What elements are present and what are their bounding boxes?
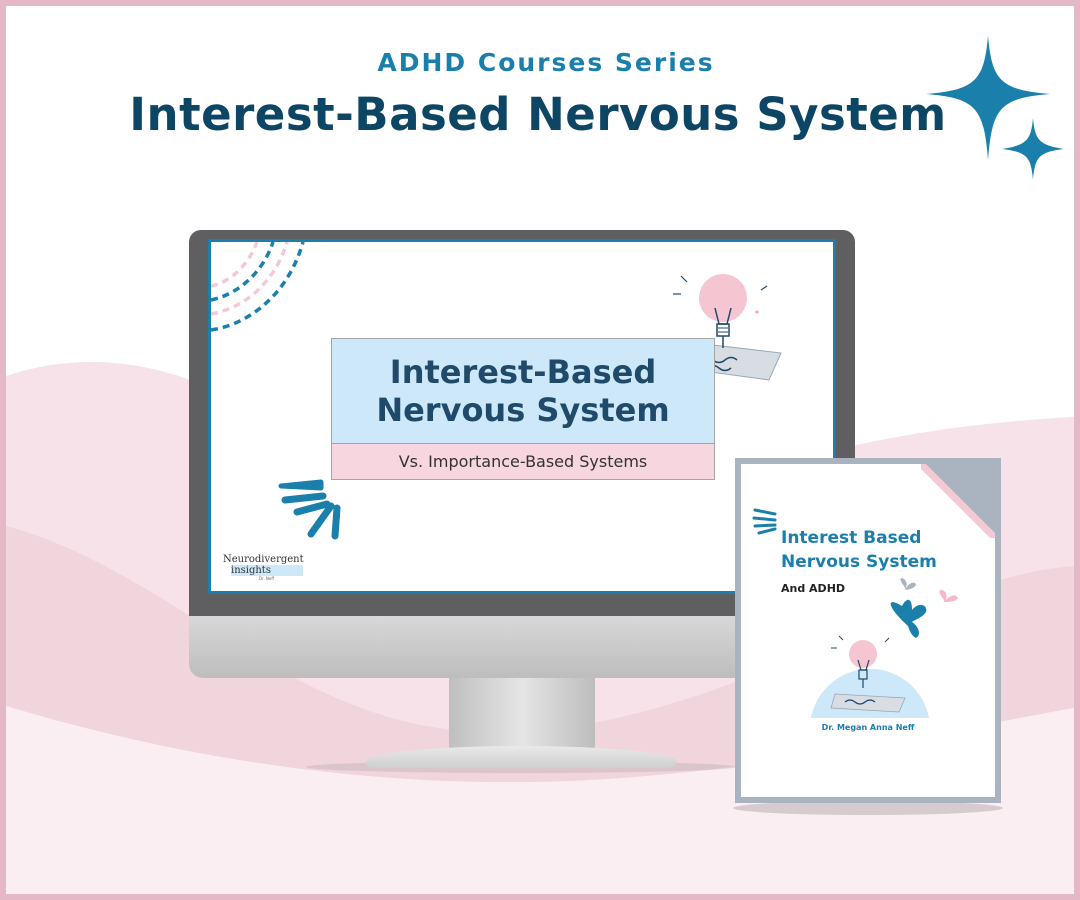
dashed-arc-icon (211, 242, 305, 332)
booklet-author: Dr. Megan Anna Neff (821, 723, 915, 732)
slide-subtitle-area: Vs. Importance-Based Systems (332, 443, 714, 479)
slide-title-card: Interest-Based Nervous System Vs. Import… (331, 338, 715, 480)
monitor-stand-base (366, 746, 676, 768)
slide-title-line-1: Interest-Based (389, 353, 657, 391)
lightbulb-icon (811, 635, 929, 718)
slide-title-line-2: Nervous System (376, 391, 670, 429)
sparkle-icon (926, 36, 1050, 160)
booklet-title: Interest Based Nervous System (781, 526, 937, 574)
butterfly-icon (890, 578, 958, 638)
logo-text-line-1: Neurodivergent (223, 554, 304, 565)
slide-subtitle: Vs. Importance-Based Systems (398, 452, 648, 471)
page-title: Interest-Based Nervous System (129, 88, 947, 141)
booklet-cover: Interest Based Nervous System And ADHD (735, 458, 1001, 803)
booklet-title-line-2: Nervous System (781, 552, 937, 572)
slide-title: Interest-Based Nervous System (376, 353, 669, 429)
small-sparkle-icon (1002, 118, 1064, 180)
corner-ribbon (921, 464, 995, 538)
sunburst-icon (278, 479, 341, 540)
monitor-stand-neck (449, 678, 595, 750)
logo-text-line-2: insights (231, 565, 303, 576)
booklet-title-line-1: Interest Based (781, 528, 922, 548)
monitor-screen: Interest-Based Nervous System Vs. Import… (208, 239, 836, 594)
logo-text-line-3: Dr. Neff (259, 576, 275, 581)
booklet-subtitle: And ADHD (781, 582, 846, 595)
booklet-page: Interest Based Nervous System And ADHD (741, 464, 995, 797)
series-label: ADHD Courses Series (377, 48, 715, 77)
brand-logo: Neurodivergent insights Dr. Neff (223, 554, 304, 581)
slide-title-area: Interest-Based Nervous System (332, 339, 714, 443)
booklet-shadow (733, 801, 1003, 815)
sunburst-icon (752, 508, 777, 535)
